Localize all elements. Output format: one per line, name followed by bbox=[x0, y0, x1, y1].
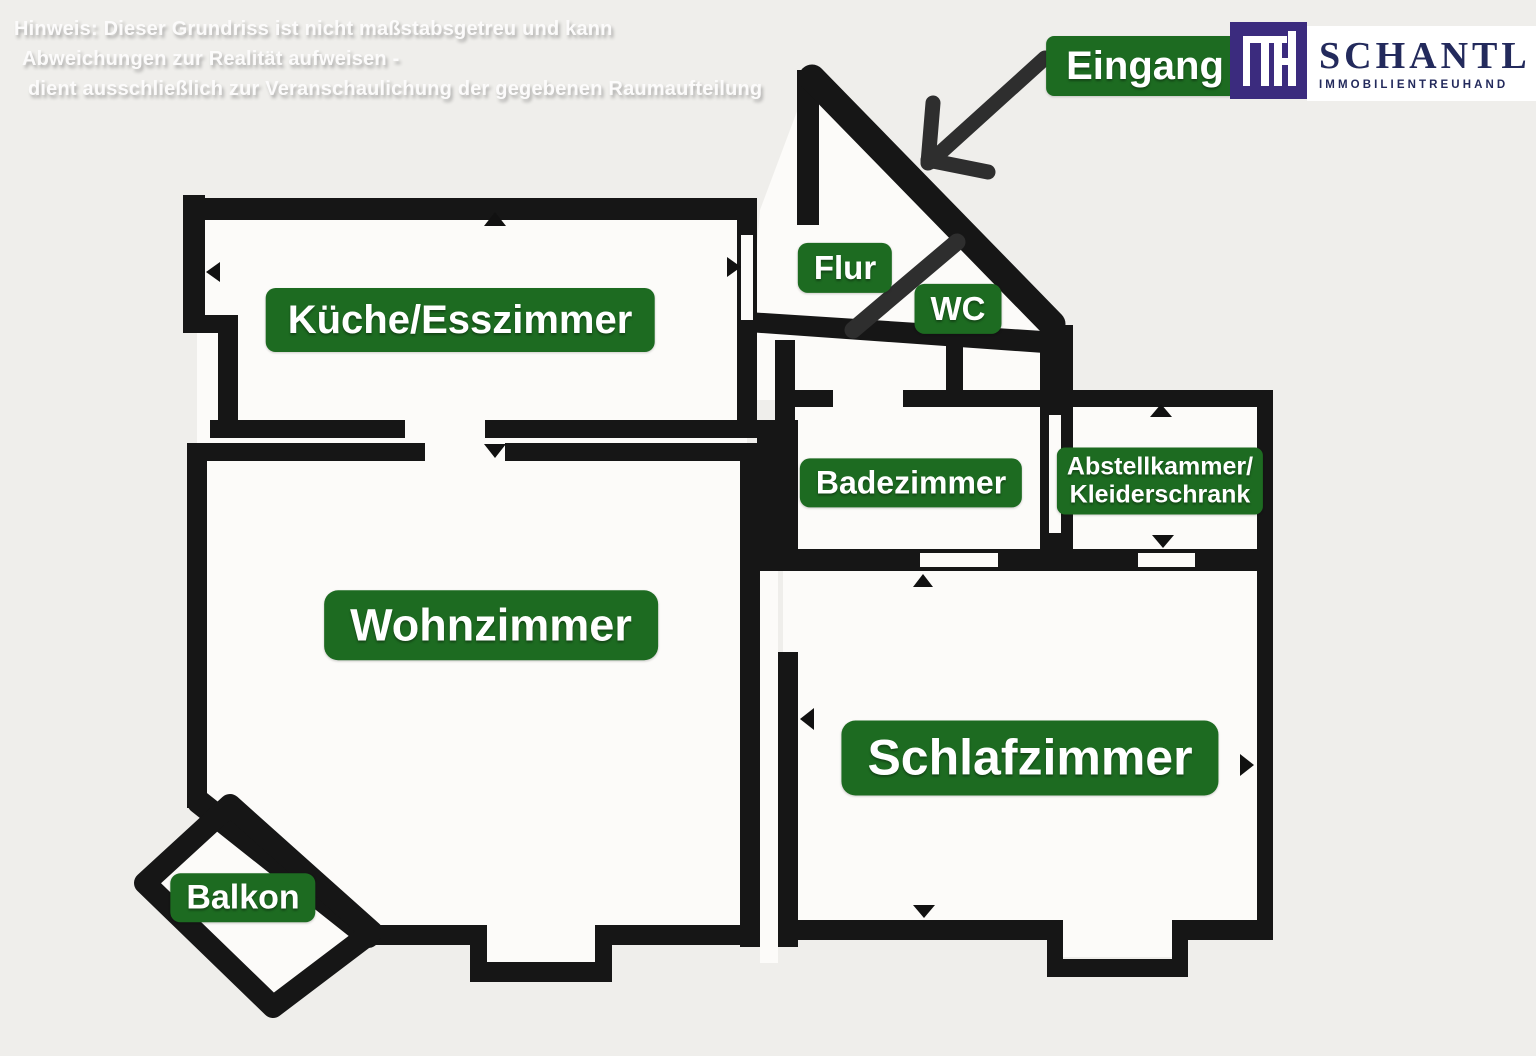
room-label-bathroom: Badezimmer bbox=[799, 458, 1023, 508]
entrance-arrow-icon bbox=[920, 50, 1053, 180]
room-floor-areas bbox=[145, 82, 1268, 1007]
room-label-balcony: Balkon bbox=[170, 873, 316, 923]
watermark-line-1: Hinweis: Dieser Grundriss ist nicht maßs… bbox=[14, 18, 613, 40]
ith-logo-glyph bbox=[1230, 22, 1307, 99]
brand-name: SCHANTL bbox=[1319, 35, 1531, 77]
room-label-bedroom: Schlafzimmer bbox=[841, 720, 1219, 796]
watermark-line-2: Abweichungen zur Realität aufweisen - bbox=[22, 48, 400, 70]
entrance-badge: Eingang bbox=[1046, 36, 1244, 96]
room-label-storage: Abstellkammer/ Kleiderschrank bbox=[1056, 447, 1264, 515]
room-label-wc: WC bbox=[914, 283, 1002, 335]
balcony-outline bbox=[134, 794, 383, 1018]
room-label-hall: Flur bbox=[797, 242, 893, 294]
room-label-storage-line1: Abstellkammer/ bbox=[1066, 452, 1254, 481]
door-swing-line bbox=[844, 233, 966, 339]
hall-floor bbox=[750, 82, 1056, 352]
kitchen-window bbox=[741, 235, 753, 320]
brand-panel: SCHANTL IMMOBILIENTREUHAND bbox=[1307, 26, 1536, 101]
watermark-disclaimer: Hinweis: Dieser Grundriss ist nicht maßs… bbox=[14, 14, 762, 104]
door-slit-floor bbox=[760, 563, 778, 963]
brand-subtitle: IMMOBILIENTREUHAND bbox=[1319, 79, 1509, 91]
ith-logo bbox=[1230, 22, 1307, 99]
storage-door-inset bbox=[1138, 553, 1195, 567]
bathroom-door-inset bbox=[920, 553, 998, 567]
living-floor bbox=[197, 450, 750, 962]
room-label-living-room: Wohnzimmer bbox=[324, 590, 658, 660]
room-label-kitchen: Küche/Esszimmer bbox=[265, 288, 655, 352]
watermark-line-3: dient ausschließlich zur Veranschaulichu… bbox=[28, 78, 763, 100]
room-label-storage-line2: Kleiderschrank bbox=[1069, 480, 1251, 508]
dimension-markers bbox=[206, 212, 1254, 918]
